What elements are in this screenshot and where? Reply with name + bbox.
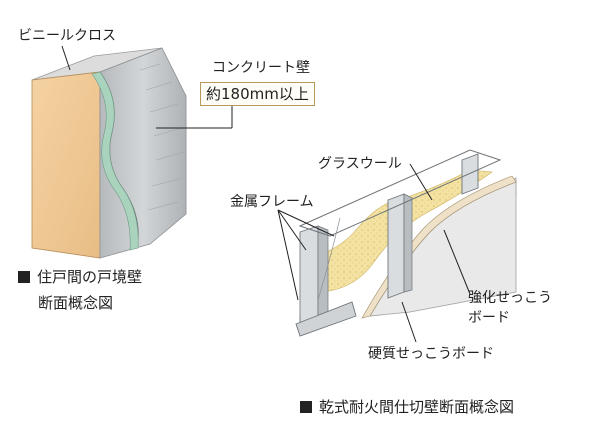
leader-frame-2 [277,209,299,301]
caption-party-wall-line2: 断面概念図 [38,294,114,312]
leader-frame-3 [277,209,335,237]
frame-top-runner [298,149,502,237]
square-bullet-icon [300,401,312,413]
partition-illustration [277,149,517,343]
label-concrete-wall: コンクリート壁 [212,60,310,76]
label-concrete-thickness: 約180mm以上 [200,82,315,106]
left-board-edge [299,217,341,314]
leader-reinforced [443,229,471,295]
leader-hard-board [401,301,417,343]
vinyl-cross-layer [91,71,139,251]
party-wall-front-face [31,71,101,259]
leader-glasswool [409,163,433,201]
caption-party-wall: 住戸間の戸境壁 [18,266,142,288]
concrete-hatching [139,63,185,211]
label-reinforced-board-line1: 強化せっこう [468,290,552,306]
label-hard-gypsum-board: 硬質せっこうボード [368,346,494,362]
frame-stud-2-side [403,193,413,293]
party-wall-illustration [31,45,233,259]
caption-party-wall-line1: 住戸間の戸境壁 [37,268,143,286]
leader-vinyl-cross [61,45,71,71]
frame-stud-3 [461,153,479,195]
frame-stud-1 [299,225,319,327]
concrete-section [99,47,187,259]
frame-stud-1-side [317,225,329,321]
label-metal-frame: 金属フレーム [230,194,314,210]
frame-stud-2 [387,193,405,299]
square-bullet-icon [18,271,30,283]
label-glass-wool: グラスウール [318,156,402,172]
caption-partition-text: 乾式耐火間仕切壁断面概念図 [319,398,515,416]
label-reinforced-board-line2: ボード [468,310,510,326]
caption-partition: 乾式耐火間仕切壁断面概念図 [300,396,514,418]
frame-bottom-runner [295,301,357,337]
label-vinyl-cross: ビニールクロス [18,28,116,44]
leader-frame-1 [277,209,307,251]
